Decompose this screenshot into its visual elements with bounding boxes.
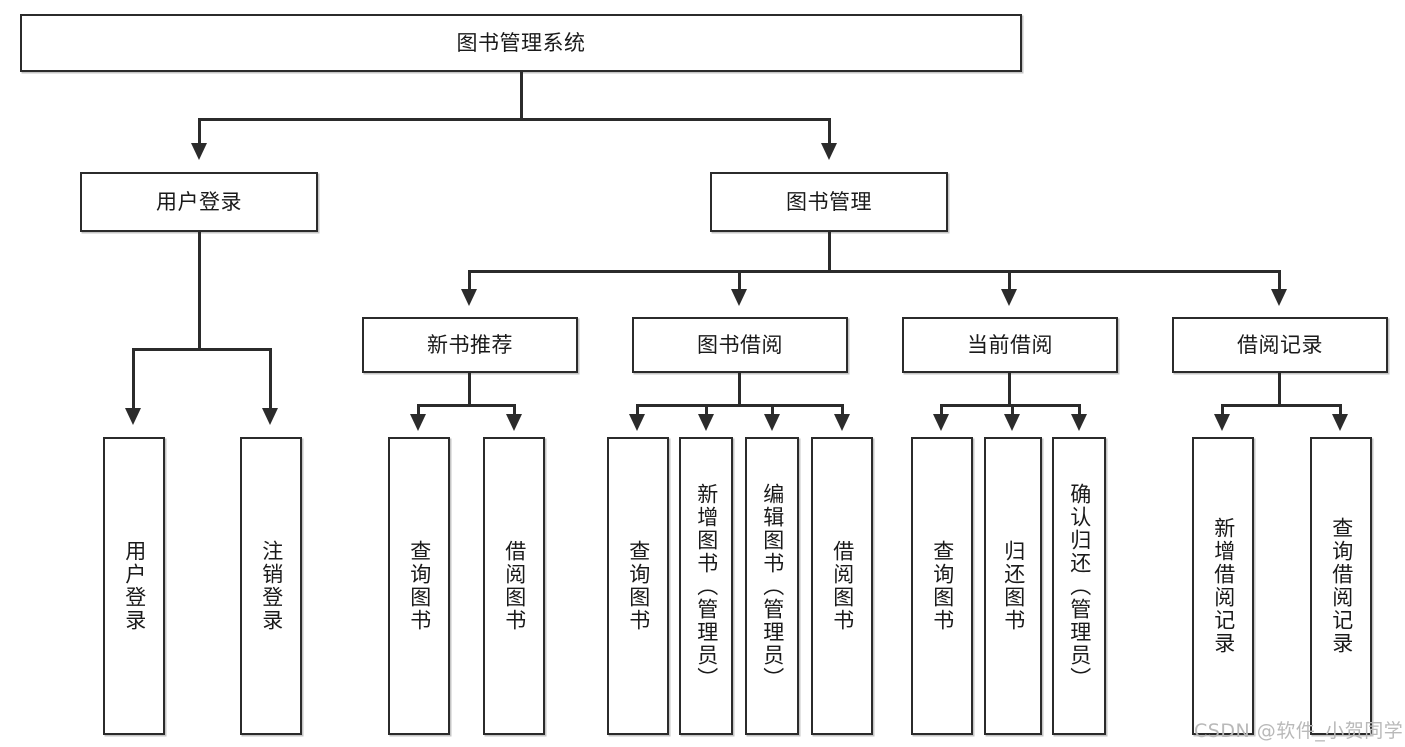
arrowhead-leaf-query-record <box>1332 414 1348 431</box>
node-label: 查询图书 <box>626 540 651 632</box>
arrowhead-leaf-add-record <box>1214 414 1230 431</box>
edge-br-to-leaf2 <box>1339 404 1342 416</box>
node-leaf-query-book-1[interactable]: 查询图书 <box>388 437 450 735</box>
node-label: 图书借阅 <box>697 332 783 357</box>
node-label: 用户登录 <box>156 189 242 214</box>
node-label: 借阅图书 <box>830 540 855 632</box>
node-label: 归还图书 <box>1001 540 1026 632</box>
node-leaf-edit-book[interactable]: 编辑图书（管理员） <box>745 437 799 735</box>
node-label: 注销登录 <box>259 540 284 632</box>
edge-bb-to-leaf4 <box>841 404 844 416</box>
edge-nbr-to-leaf1 <box>417 404 420 416</box>
arrowhead-current-borrow <box>1001 289 1017 306</box>
node-leaf-borrow-book-2[interactable]: 借阅图书 <box>811 437 873 735</box>
node-label: 图书管理系统 <box>456 30 586 55</box>
node-label: 用户登录 <box>122 540 147 632</box>
arrowhead-book-manage <box>821 143 837 160</box>
edge-book-manage-bar <box>468 270 1280 273</box>
edge-br-to-leaf1 <box>1221 404 1224 416</box>
node-label: 新增图书（管理员） <box>694 482 719 690</box>
arrowhead-leaf-query-book-1 <box>410 414 426 431</box>
node-label: 确认归还（管理员） <box>1067 482 1092 690</box>
arrowhead-leaf-confirm-return <box>1071 414 1087 431</box>
arrowhead-leaf-add-book <box>698 414 714 431</box>
edge-nbr-stem <box>468 373 471 406</box>
node-current-borrow[interactable]: 当前借阅 <box>902 317 1118 373</box>
node-label: 查询借阅记录 <box>1329 517 1354 655</box>
edge-bb-to-leaf1 <box>636 404 639 416</box>
edge-root-bar <box>198 118 830 121</box>
edge-cb-bar <box>940 404 1080 407</box>
edge-bm-to-current-borrow <box>1008 270 1011 291</box>
node-user-login[interactable]: 用户登录 <box>80 172 318 232</box>
arrowhead-leaf-user-login <box>125 408 141 425</box>
node-root[interactable]: 图书管理系统 <box>20 14 1022 72</box>
node-leaf-add-record[interactable]: 新增借阅记录 <box>1192 437 1254 735</box>
node-leaf-return-book[interactable]: 归还图书 <box>984 437 1042 735</box>
node-borrow-record[interactable]: 借阅记录 <box>1172 317 1388 373</box>
node-leaf-add-book[interactable]: 新增图书（管理员） <box>679 437 733 735</box>
edge-cb-stem <box>1008 373 1011 406</box>
arrowhead-leaf-query-book-3 <box>933 414 949 431</box>
edge-cb-to-leaf3 <box>1078 404 1081 416</box>
arrowhead-leaf-borrow-book-2 <box>834 414 850 431</box>
node-book-borrow[interactable]: 图书借阅 <box>632 317 848 373</box>
arrowhead-leaf-query-book-2 <box>629 414 645 431</box>
node-new-book-rec[interactable]: 新书推荐 <box>362 317 578 373</box>
edge-bb-bar <box>636 404 844 407</box>
edge-bb-to-leaf3 <box>771 404 774 416</box>
edge-user-login-stem <box>198 232 201 350</box>
node-leaf-query-record[interactable]: 查询借阅记录 <box>1310 437 1372 735</box>
node-label: 借阅图书 <box>502 540 527 632</box>
node-leaf-confirm-return[interactable]: 确认归还（管理员） <box>1052 437 1106 735</box>
arrowhead-leaf-borrow-book-1 <box>506 414 522 431</box>
edge-bm-to-new-book-rec <box>468 270 471 291</box>
edge-user-login-bar <box>132 348 271 351</box>
edge-root-to-book-manage <box>828 118 831 146</box>
node-leaf-logout[interactable]: 注销登录 <box>240 437 302 735</box>
node-label: 图书管理 <box>786 189 872 214</box>
edge-bb-stem <box>738 373 741 406</box>
edge-root-stem <box>520 72 523 120</box>
edge-root-to-user-login <box>198 118 201 146</box>
arrowhead-leaf-return-book <box>1004 414 1020 431</box>
node-label: 新增借阅记录 <box>1211 517 1236 655</box>
edge-bb-to-leaf2 <box>705 404 708 416</box>
node-leaf-query-book-2[interactable]: 查询图书 <box>607 437 669 735</box>
edge-nbr-bar <box>417 404 516 407</box>
edge-ul-to-leaf2 <box>269 348 272 410</box>
node-book-manage[interactable]: 图书管理 <box>710 172 948 232</box>
arrowhead-leaf-edit-book <box>764 414 780 431</box>
node-label: 当前借阅 <box>967 332 1053 357</box>
arrowhead-book-borrow <box>731 289 747 306</box>
edge-ul-to-leaf1 <box>132 348 135 410</box>
edge-bm-to-borrow-record <box>1278 270 1281 291</box>
arrowhead-new-book-rec <box>461 289 477 306</box>
edge-cb-to-leaf1 <box>940 404 943 416</box>
arrowhead-leaf-logout <box>262 408 278 425</box>
node-label: 查询图书 <box>407 540 432 632</box>
edge-cb-to-leaf2 <box>1011 404 1014 416</box>
node-label: 编辑图书（管理员） <box>760 482 785 690</box>
edge-bm-to-book-borrow <box>738 270 741 291</box>
node-leaf-borrow-book-1[interactable]: 借阅图书 <box>483 437 545 735</box>
edge-br-stem <box>1278 373 1281 406</box>
edge-book-manage-stem <box>828 232 831 272</box>
node-label: 查询图书 <box>930 540 955 632</box>
arrowhead-user-login <box>191 143 207 160</box>
arrowhead-borrow-record <box>1271 289 1287 306</box>
node-label: 新书推荐 <box>427 332 513 357</box>
edge-br-bar <box>1221 404 1341 407</box>
edge-nbr-to-leaf2 <box>513 404 516 416</box>
node-label: 借阅记录 <box>1237 332 1323 357</box>
node-leaf-query-book-3[interactable]: 查询图书 <box>911 437 973 735</box>
node-leaf-user-login[interactable]: 用户登录 <box>103 437 165 735</box>
